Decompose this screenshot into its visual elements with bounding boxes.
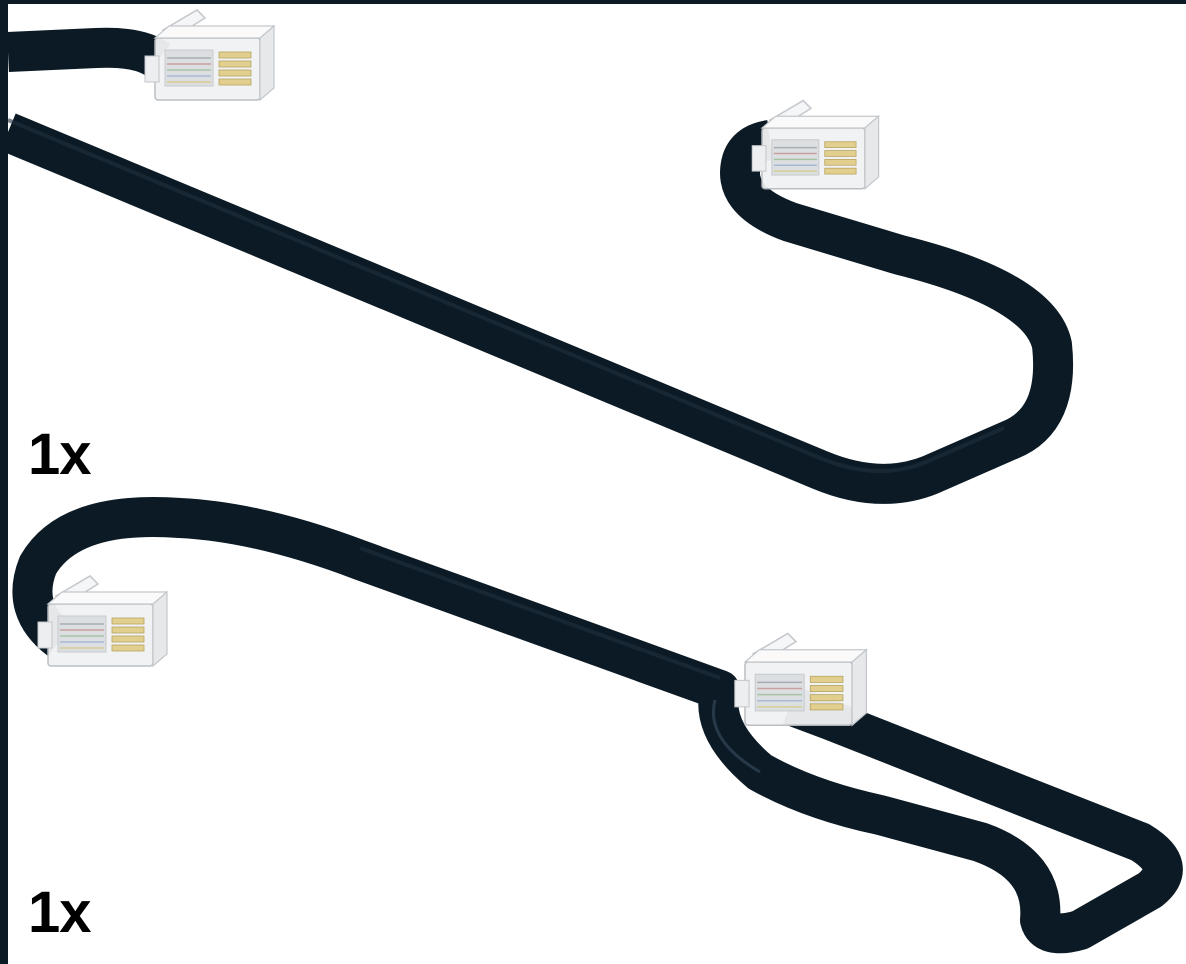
rj-plug-bottom-right bbox=[735, 633, 867, 725]
cable-top bbox=[8, 48, 1053, 484]
rj-plug-top-right bbox=[752, 101, 878, 189]
rj-plug-top-left bbox=[145, 10, 274, 100]
quantity-label-bottom: 1x bbox=[28, 884, 91, 942]
quantity-label-top: 1x bbox=[28, 426, 91, 484]
rj-plug-bottom-left bbox=[38, 576, 167, 666]
cable-bottom bbox=[32, 517, 1162, 933]
